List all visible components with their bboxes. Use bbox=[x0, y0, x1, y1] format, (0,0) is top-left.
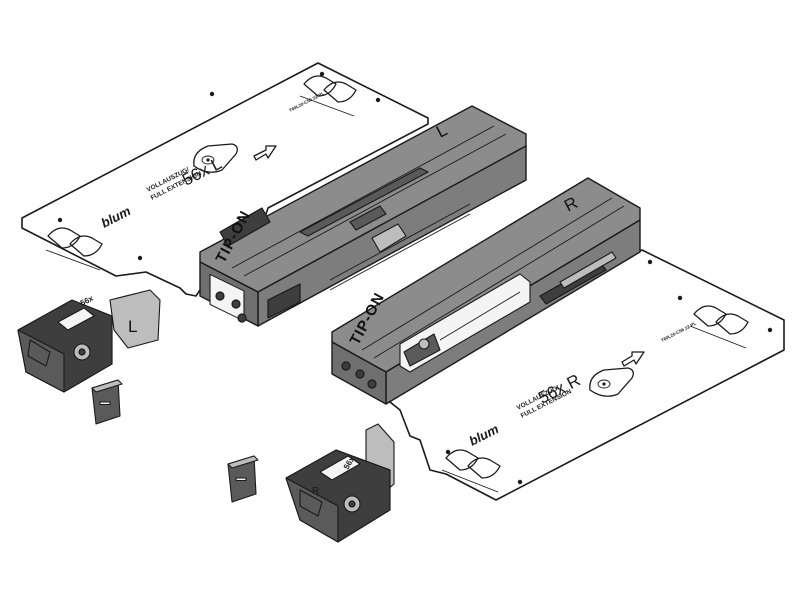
left-coupling-side-letter: L bbox=[128, 317, 137, 336]
clip-icon bbox=[45, 227, 103, 271]
arrow-icon bbox=[253, 145, 277, 161]
clip-icon bbox=[441, 449, 501, 493]
right-tip-on-unit: TIP-ON R bbox=[331, 177, 641, 405]
right-mounting-plate: 56x R VOLLAUSZUG/ FULL EXTENSION blum T6… bbox=[379, 249, 785, 501]
right-coupling-side-letter: R bbox=[312, 486, 319, 497]
clip-icon bbox=[299, 75, 357, 117]
left-mounting-plate: 56x L VOLLAUSZUG/ FULL EXTENSION blum T6… bbox=[21, 62, 429, 297]
clip-icon bbox=[689, 305, 749, 349]
left-coupling: 56x L bbox=[17, 289, 161, 393]
right-coupling: 56x R bbox=[285, 423, 395, 543]
left-cap-piece bbox=[91, 379, 123, 425]
left-tip-on-unit: TIP-ON L bbox=[199, 105, 527, 327]
left-coupling-size-label: 56x bbox=[79, 293, 95, 307]
keyhole-icon bbox=[589, 367, 634, 397]
right-cap-piece bbox=[227, 455, 259, 503]
arrow-icon bbox=[621, 351, 645, 367]
keyhole-icon bbox=[193, 143, 238, 173]
